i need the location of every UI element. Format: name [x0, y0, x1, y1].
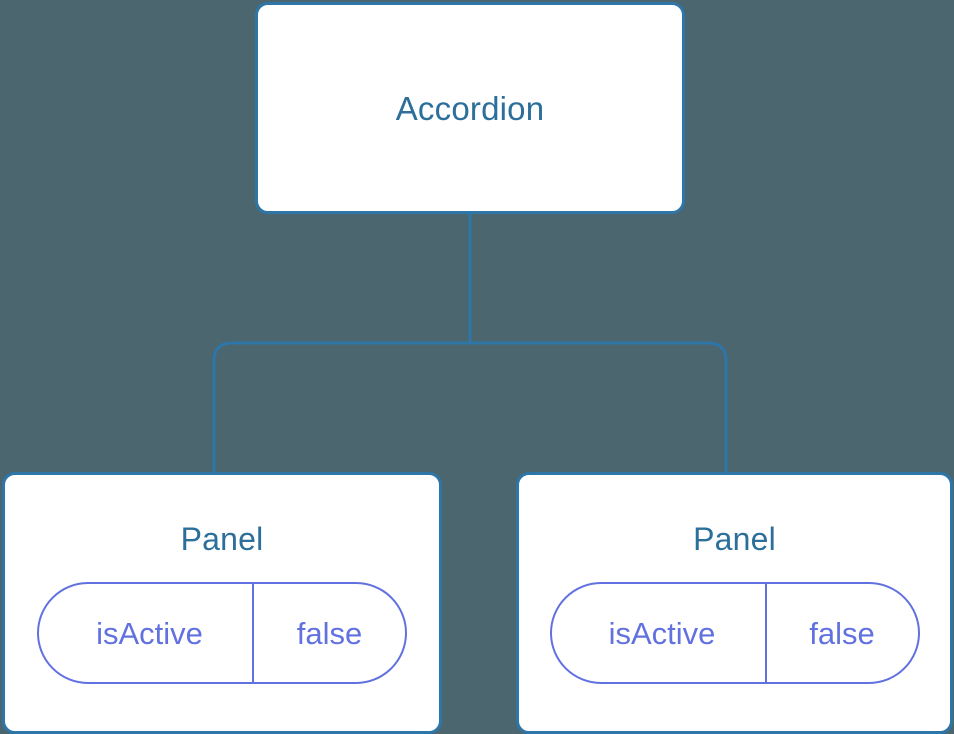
node-panel-left[interactable]: Panel isActive false [2, 472, 442, 734]
edge-to-panel-left [212, 341, 470, 474]
node-accordion-title: Accordion [395, 89, 545, 127]
prop-value-label: false [764, 584, 918, 682]
node-accordion[interactable]: Accordion [255, 2, 685, 214]
prop-key-label: isActive [608, 615, 716, 651]
node-panel-right[interactable]: Panel isActive false [516, 472, 953, 734]
prop-pill-is-active-right[interactable]: isActive false [549, 582, 920, 684]
edge-to-panel-right [470, 341, 728, 474]
prop-key-label: isActive [96, 615, 203, 651]
prop-pill-is-active-left[interactable]: isActive false [37, 582, 407, 684]
node-panel-right-title: Panel [693, 521, 776, 557]
prop-value-label: false [252, 584, 405, 682]
node-panel-left-title: Panel [180, 521, 264, 557]
